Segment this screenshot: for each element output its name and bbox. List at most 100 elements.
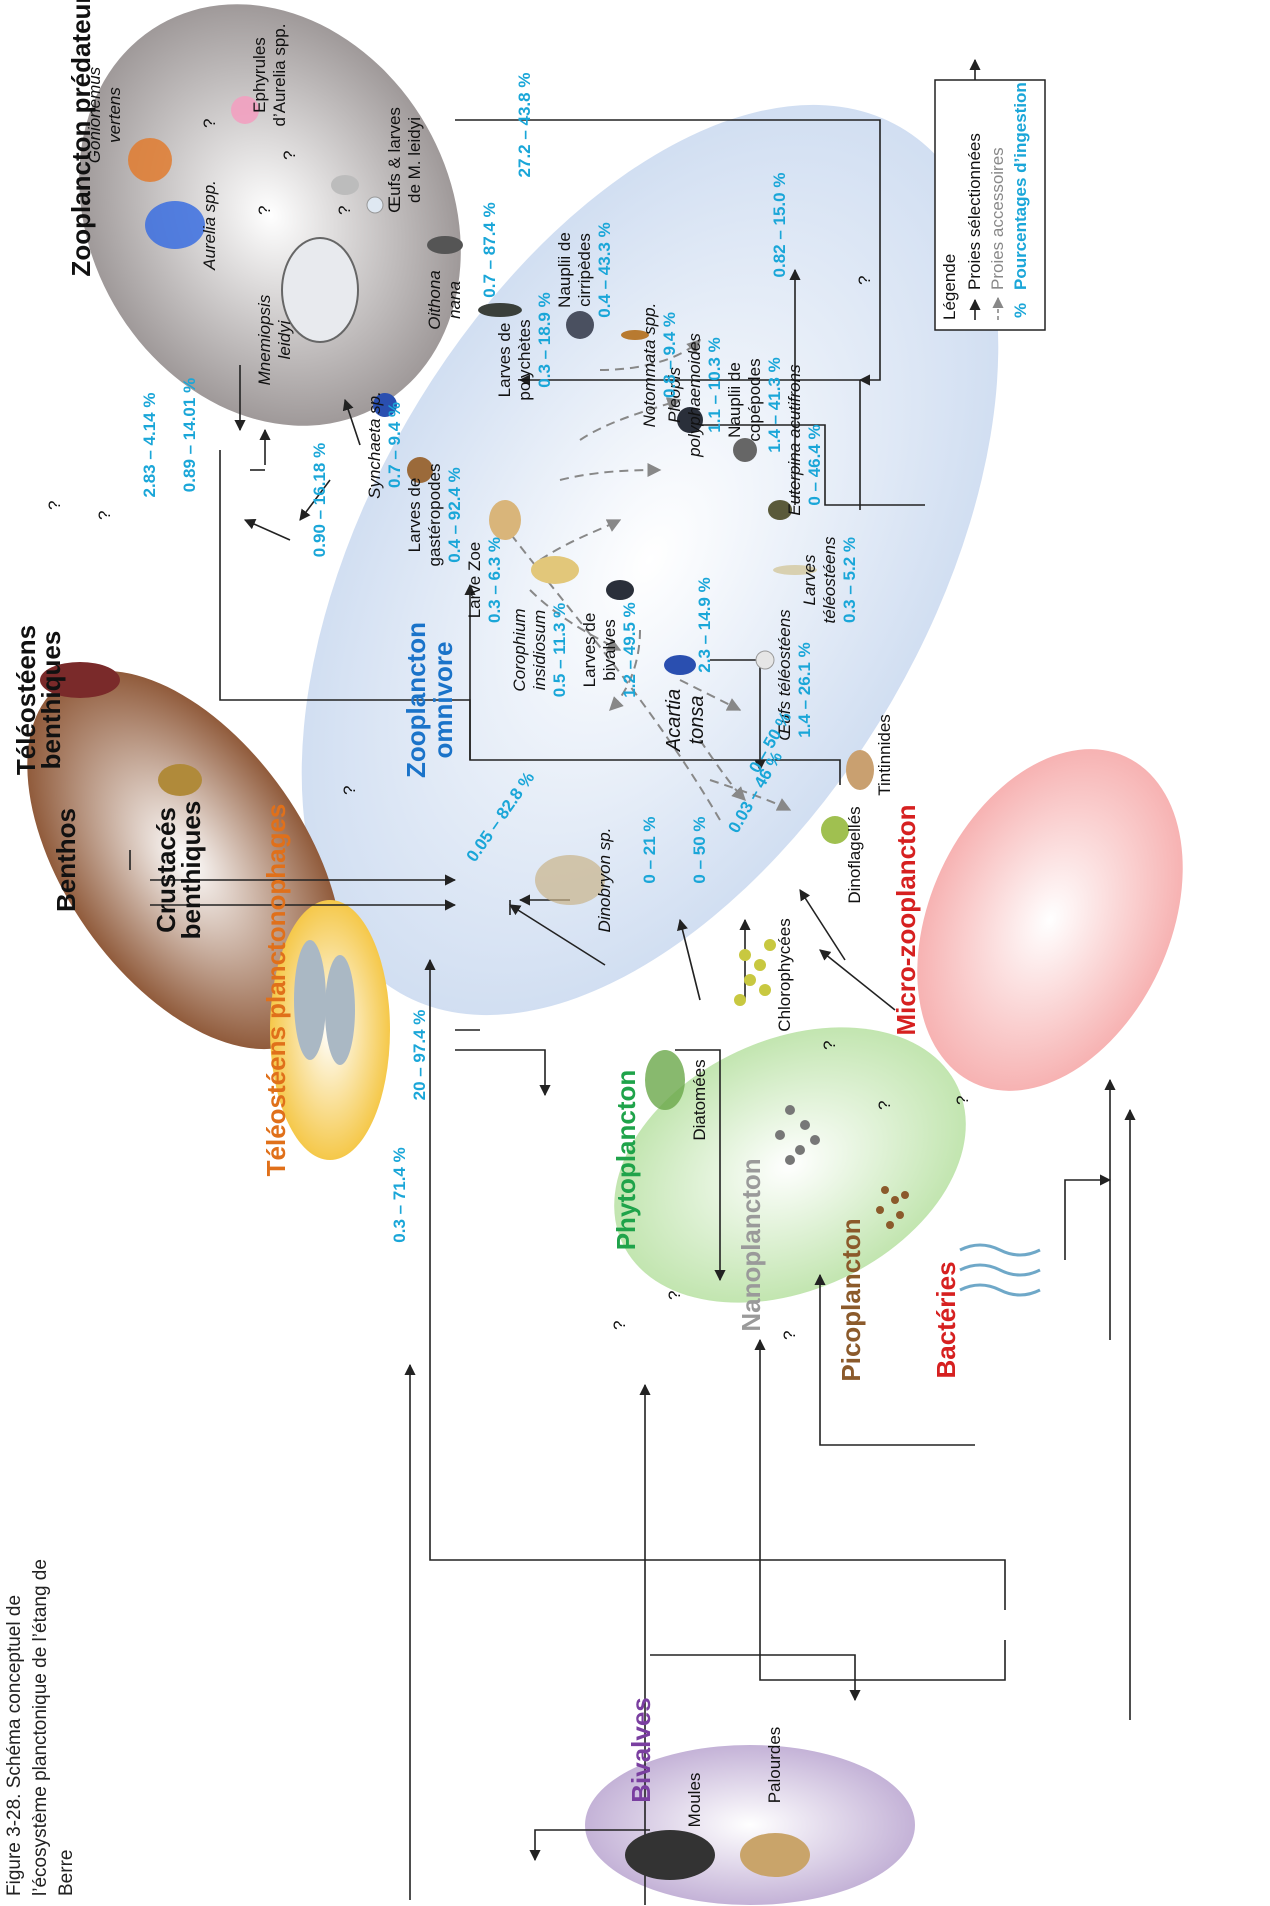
nauplii-copepodes-label-1: Nauplii de: [725, 362, 744, 438]
accessory-prey-arrows: [499, 339, 792, 821]
benthos-zone: [27, 670, 343, 1050]
oeufs-larves-label-2: de M. leidyi: [405, 117, 424, 203]
palourdes-label: Palourdes: [765, 1727, 784, 1804]
crab-icon: [158, 764, 202, 796]
diatom-icon: [645, 1050, 685, 1110]
nauplii-copepode-icon: [733, 438, 757, 462]
acartia-icon: [664, 655, 696, 675]
fish-school-icon: [294, 940, 355, 1065]
teleost-egg-icon: [755, 650, 775, 670]
bivalve-larva-icon: [606, 580, 634, 600]
pct-diatomees: 0 – 21 %: [640, 816, 659, 883]
pleopis-icon: [677, 407, 703, 433]
pct-polychetes: 0.3 – 18.9 %: [535, 292, 554, 387]
pct-synchaeta: 0.7 – 9.4 %: [385, 402, 404, 488]
notommata-label: Notommata spp.: [640, 303, 659, 428]
gonionemus-label: Gonionemus: [85, 66, 104, 163]
dinoflagellate-icon: [821, 816, 849, 844]
pct-nanoplancton: 20 – 97.4 %: [410, 1010, 429, 1101]
gonionemus-icon: [128, 138, 172, 182]
insidiosum-label: insidiosum: [530, 610, 549, 690]
zooplancton-predateur-zone: [79, 4, 461, 426]
oeufs-larves-label-1: Œufs & larves: [385, 107, 404, 213]
nauplii-cirripedes-label-1: Nauplii de: [555, 232, 574, 308]
picoplancton-title: Picoplancton: [836, 1218, 866, 1381]
question-mark: ?: [95, 511, 114, 520]
oithona-icon: [427, 236, 463, 254]
larves-bivalves-label-1: Larves de: [580, 613, 599, 688]
zooplancton-predateur-title: Zooplancton prédateur: [66, 0, 96, 277]
pct-chlorophycees: 0 – 50 %: [690, 816, 709, 883]
egg-icon: [366, 196, 384, 214]
pct-bivalves: 1.2 – 49.5 %: [620, 602, 639, 697]
tintinnide-icon: [846, 750, 874, 790]
pct-euterpina: 0 – 46.4 %: [805, 424, 824, 505]
selected-prey-arrows: [129, 58, 1136, 1905]
pleopis-label: Pleopis: [665, 367, 684, 423]
unknown-links: ? ? ? ? ? ? ? ? ? ? ? ? ? ?: [45, 119, 972, 1340]
larves-bivalves-label-2: bivalves: [600, 619, 619, 680]
tintinnides-label: Tintinnides: [875, 714, 894, 796]
pct-notommata: 0.8 – 9.4 %: [660, 312, 679, 398]
teleost-benthic-icon: [40, 662, 120, 698]
oithona-label: Oithona: [425, 270, 444, 330]
bacteries-title: Bactéries: [931, 1261, 961, 1378]
vertens-label: vertens: [105, 87, 124, 143]
pct-oeufs-teleosteens: 1.4 – 26.1 %: [795, 642, 814, 737]
gasteropodes-label-2: gastéropodes: [425, 463, 444, 566]
moules-label: Moules: [685, 1773, 704, 1828]
nauplii-cirripede-icon: [566, 311, 594, 339]
zooplancton-omnivore-title-line2: omnivore: [428, 641, 458, 758]
teleosteens-benthiques-title-line2: benthiques: [36, 631, 66, 770]
tonsa-label: tonsa: [686, 696, 708, 745]
pct-mnemiopsis: 0.90 – 16.18 %: [310, 443, 329, 557]
mnemiopsis-icon: [281, 237, 359, 343]
pct-ephyrules: 27.2 – 43.8 %: [515, 73, 534, 178]
leidyi-label: leidyi: [275, 319, 294, 359]
nanoplancton-title: Nanoplancton: [736, 1158, 766, 1331]
bacteria-icon: [959, 1243, 1041, 1297]
dinoflagelles-label: Dinoflagellés: [845, 806, 864, 903]
pct-pleopis: 1.1 – 10.3 %: [705, 337, 724, 432]
chlorophycees-label: Chlorophycées: [775, 918, 794, 1031]
teleost-larva-icon: [773, 565, 817, 575]
question-mark: ?: [855, 276, 874, 285]
crustaces-benthiques-title-line1: Crustacés: [151, 807, 181, 933]
micro-zooplancton-title: Micro-zooplancton: [891, 804, 921, 1035]
question-mark: ?: [255, 206, 274, 215]
larves-teleosteens-label-1: Larves: [800, 554, 819, 606]
synchaeta-icon: [373, 393, 397, 417]
zooplancton-omnivore-zone: [301, 104, 999, 1016]
pct-picoplancton: 0.3 – 71.4 %: [390, 1147, 409, 1242]
pct-larves-teleosteens: 0.3 – 5.2 %: [840, 537, 859, 623]
aurelia-icon: [145, 201, 205, 249]
nauplii-copepodes-label-2: copépodes: [745, 358, 764, 441]
ephyrules-label: Ephyrules: [250, 37, 269, 113]
crustaces-benthiques-title-line2: benthiques: [176, 801, 206, 940]
polyphaemoides-label: polyphaemoides: [685, 333, 704, 458]
micro-zooplancton-zone: [917, 749, 1183, 1091]
bivalves-title: Bivalves: [626, 1697, 656, 1803]
larve-zoe-label: Larve Zoe: [465, 542, 484, 619]
legend-box: [934, 79, 1046, 331]
legend-title: Légende: [940, 254, 959, 320]
diatomees-label: Diatomées: [690, 1059, 709, 1140]
mnemiopsis-label: Mnemiopsis: [255, 294, 274, 385]
question-mark: ?: [953, 1096, 972, 1105]
zooplancton-omnivore-title-line1: Zooplancton: [401, 622, 431, 778]
pct-zoe: 0.3 – 6.3 %: [485, 537, 504, 623]
larves-teleosteens-label-2: téléostéens: [820, 536, 839, 623]
corophium-icon: [531, 556, 579, 584]
teleosteens-planctonophages-title: Téléostéens planctonophages: [261, 804, 291, 1177]
oeufs-teleosteens-label: Œufs téléostéens: [775, 609, 794, 741]
larves-polychetes-label-2: polychètes: [515, 319, 534, 400]
euterpina-label: Euterpina acutifrons: [785, 364, 804, 516]
pct-nauplii-copepodes: 1.4 – 41.3 %: [765, 357, 784, 452]
legend-percent-symbol: %: [1011, 303, 1030, 318]
legend-percent-label: Pourcentages d’ingestion: [1011, 82, 1030, 290]
pct-corophium: 0.5 – 11.3 %: [550, 603, 569, 698]
question-mark: ?: [45, 501, 64, 510]
question-mark: ?: [875, 1101, 894, 1110]
pct-acartia: 2.3 – 14.9 %: [695, 577, 714, 672]
